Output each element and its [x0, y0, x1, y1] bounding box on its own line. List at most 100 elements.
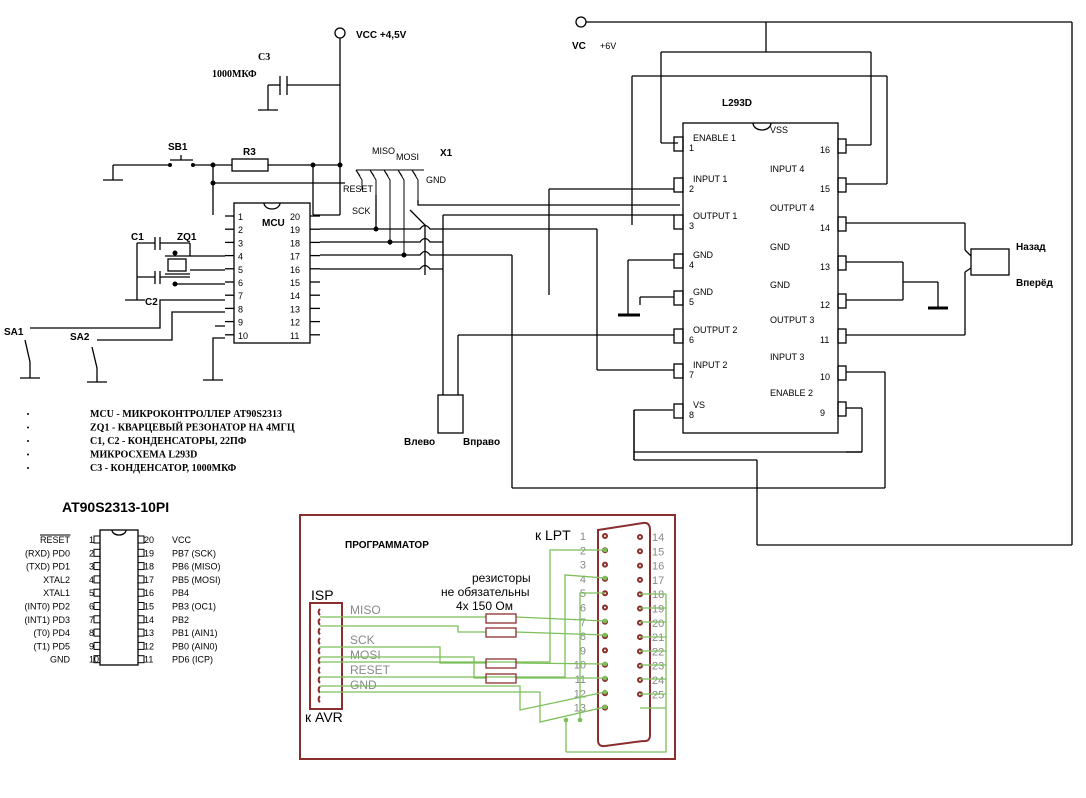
mcu-pin-right: 17 [290, 252, 300, 262]
zq1-label: ZQ1 [177, 232, 197, 243]
pinout-right-name: PB0 (AIN0) [172, 641, 218, 651]
pinout-right-name: PB6 (MISO) [172, 562, 221, 572]
oscillator-section: C1 ZQ1 C2 [125, 232, 225, 308]
db25-right-num: 21 [652, 632, 664, 644]
mcu-pin-right: 19 [290, 225, 300, 235]
l293d-pin-left [673, 328, 684, 344]
l293d-pin-num: 15 [820, 184, 830, 194]
mcu-power-section: VCC +4,5V C3 1000МКФ [212, 27, 407, 215]
l293d-pin-left [673, 214, 684, 230]
mcu-pin-right: 12 [290, 318, 300, 328]
db25-right-num: 25 [652, 689, 664, 701]
legend-line: C1, C2 - КОНДЕНСАТОРЫ, 22ПФ [90, 436, 247, 447]
resistors-line2: не обязательны [441, 585, 529, 599]
l293d-pin-num: 9 [820, 408, 825, 418]
x1-mosi: MOSI [396, 152, 419, 162]
driver-wires: Назад Вперёд Влево Вправо [404, 75, 1053, 489]
pinout-right-num: 16 [144, 588, 154, 598]
vcc-label: VCC +4,5V [356, 30, 407, 41]
pinout-right-name: PD6 (ICP) [172, 655, 213, 665]
sa-switches: SA1 SA2 [4, 299, 225, 383]
l293d-pin-name: OUTPUT 1 [693, 211, 737, 221]
pinout-right-name: PB2 [172, 615, 189, 625]
db25-connector [597, 521, 651, 748]
l293d-pin-num: 12 [820, 300, 830, 310]
l293d-pin-left [673, 136, 684, 152]
pinout-right-num: 19 [144, 548, 154, 558]
l293d-pin-num: 3 [689, 221, 694, 231]
pinout-left-name: (TXD) PD1 [26, 562, 70, 572]
mcu-pin-left: 4 [238, 252, 243, 262]
l293d-pin-name: ENABLE 2 [770, 388, 813, 398]
pinout-left-name: (INT0) PD2 [24, 602, 70, 612]
driver-power: VC +6V [572, 16, 1073, 546]
l293d-pin-name: VS [693, 400, 705, 410]
l293d-pin-name: INPUT 1 [693, 174, 727, 184]
resistor-4 [485, 673, 517, 684]
mcu-pin-left: 6 [238, 278, 243, 288]
l293d-pin-num: 10 [820, 372, 830, 382]
l293d-pin-right [837, 328, 847, 344]
pinout-right-num: 14 [144, 615, 154, 625]
db25-left-num: 4 [580, 574, 586, 586]
l293d-pin-left [673, 363, 684, 379]
mcu-pin-right: 14 [290, 291, 300, 301]
x1-label: X1 [440, 148, 453, 159]
isp-signal-label: RESET [350, 663, 391, 677]
db25-right-num: 20 [652, 618, 664, 630]
mcu-pin-left: 7 [238, 291, 243, 301]
sa2-label: SA2 [70, 332, 90, 343]
resistor-3 [485, 658, 517, 669]
l293d-pin-num: 16 [820, 145, 830, 155]
x1-gnd: GND [426, 175, 447, 185]
mcu-label: MCU [262, 218, 285, 229]
pinout-chip [99, 529, 139, 666]
mcu-pin-left: 1 [238, 212, 243, 222]
pinout-left-num: 1 [89, 535, 94, 545]
pinout-right-name: PB1 (AIN1) [172, 628, 218, 638]
l293d-pin-name: INPUT 3 [770, 352, 804, 362]
c1-label: C1 [131, 232, 144, 243]
l293d-pin-num: 7 [689, 370, 694, 380]
motor-forward-label: Вперёд [1016, 278, 1053, 289]
l293d-pin-left [673, 177, 684, 193]
l293d-pin-name: ENABLE 1 [693, 133, 736, 143]
motor-left [437, 394, 464, 434]
vcc-terminal [334, 27, 346, 39]
db25-left-num: 2 [580, 545, 586, 557]
legend-line: МИКРОСХЕМА L293D [90, 450, 197, 461]
l293d-pin-right [837, 401, 847, 417]
l293d-body [682, 122, 839, 434]
legend-line: C3 - КОНДЕНСАТОР, 1000МКФ [90, 463, 237, 474]
l293d-pin-right [837, 177, 847, 193]
l293d-pin-name: INPUT 2 [693, 360, 727, 370]
legend-line: ZQ1 - КВАРЦЕВЫЙ РЕЗОНАТОР НА 4МГЦ [90, 422, 295, 434]
pinout-left-num: 5 [89, 588, 94, 598]
pinout-left-name: XTAL2 [43, 575, 70, 585]
isp-signal-label: MOSI [350, 648, 381, 662]
pinout-right-num: 17 [144, 575, 154, 585]
mcu-pin-left: 3 [238, 238, 243, 248]
db25-right-num: 15 [652, 546, 664, 558]
resistor-1 [485, 613, 517, 624]
l293d-pin-name: GND [693, 287, 714, 297]
c3-value: 1000МКФ [212, 69, 257, 80]
pinout-left-num: 2 [89, 548, 94, 558]
db25-right-num: 18 [652, 589, 664, 601]
isp-label: ISP [311, 587, 334, 603]
pinout-left-name: RESET [40, 535, 71, 545]
mcu-pin-left: 2 [238, 225, 243, 235]
pinout-left-name: (INT1) PD3 [24, 615, 70, 625]
l293d-pin-num: 4 [689, 260, 694, 270]
db25-left-num: 1 [580, 531, 586, 543]
l293d-pin-name: GND [770, 280, 791, 290]
x1-connector: X1 MISO MOSI RESET SCK GND [343, 146, 453, 255]
programmer-panel: ПРОГРАММАТОР к LPT резисторы не обязател… [299, 514, 676, 760]
x1-reset: RESET [343, 184, 374, 194]
pinout-left-name: (RXD) PD0 [25, 548, 70, 558]
pinout-left-num: 4 [89, 575, 94, 585]
db25-left-num: 6 [580, 603, 586, 615]
l293d-pin-num: 11 [820, 335, 829, 345]
